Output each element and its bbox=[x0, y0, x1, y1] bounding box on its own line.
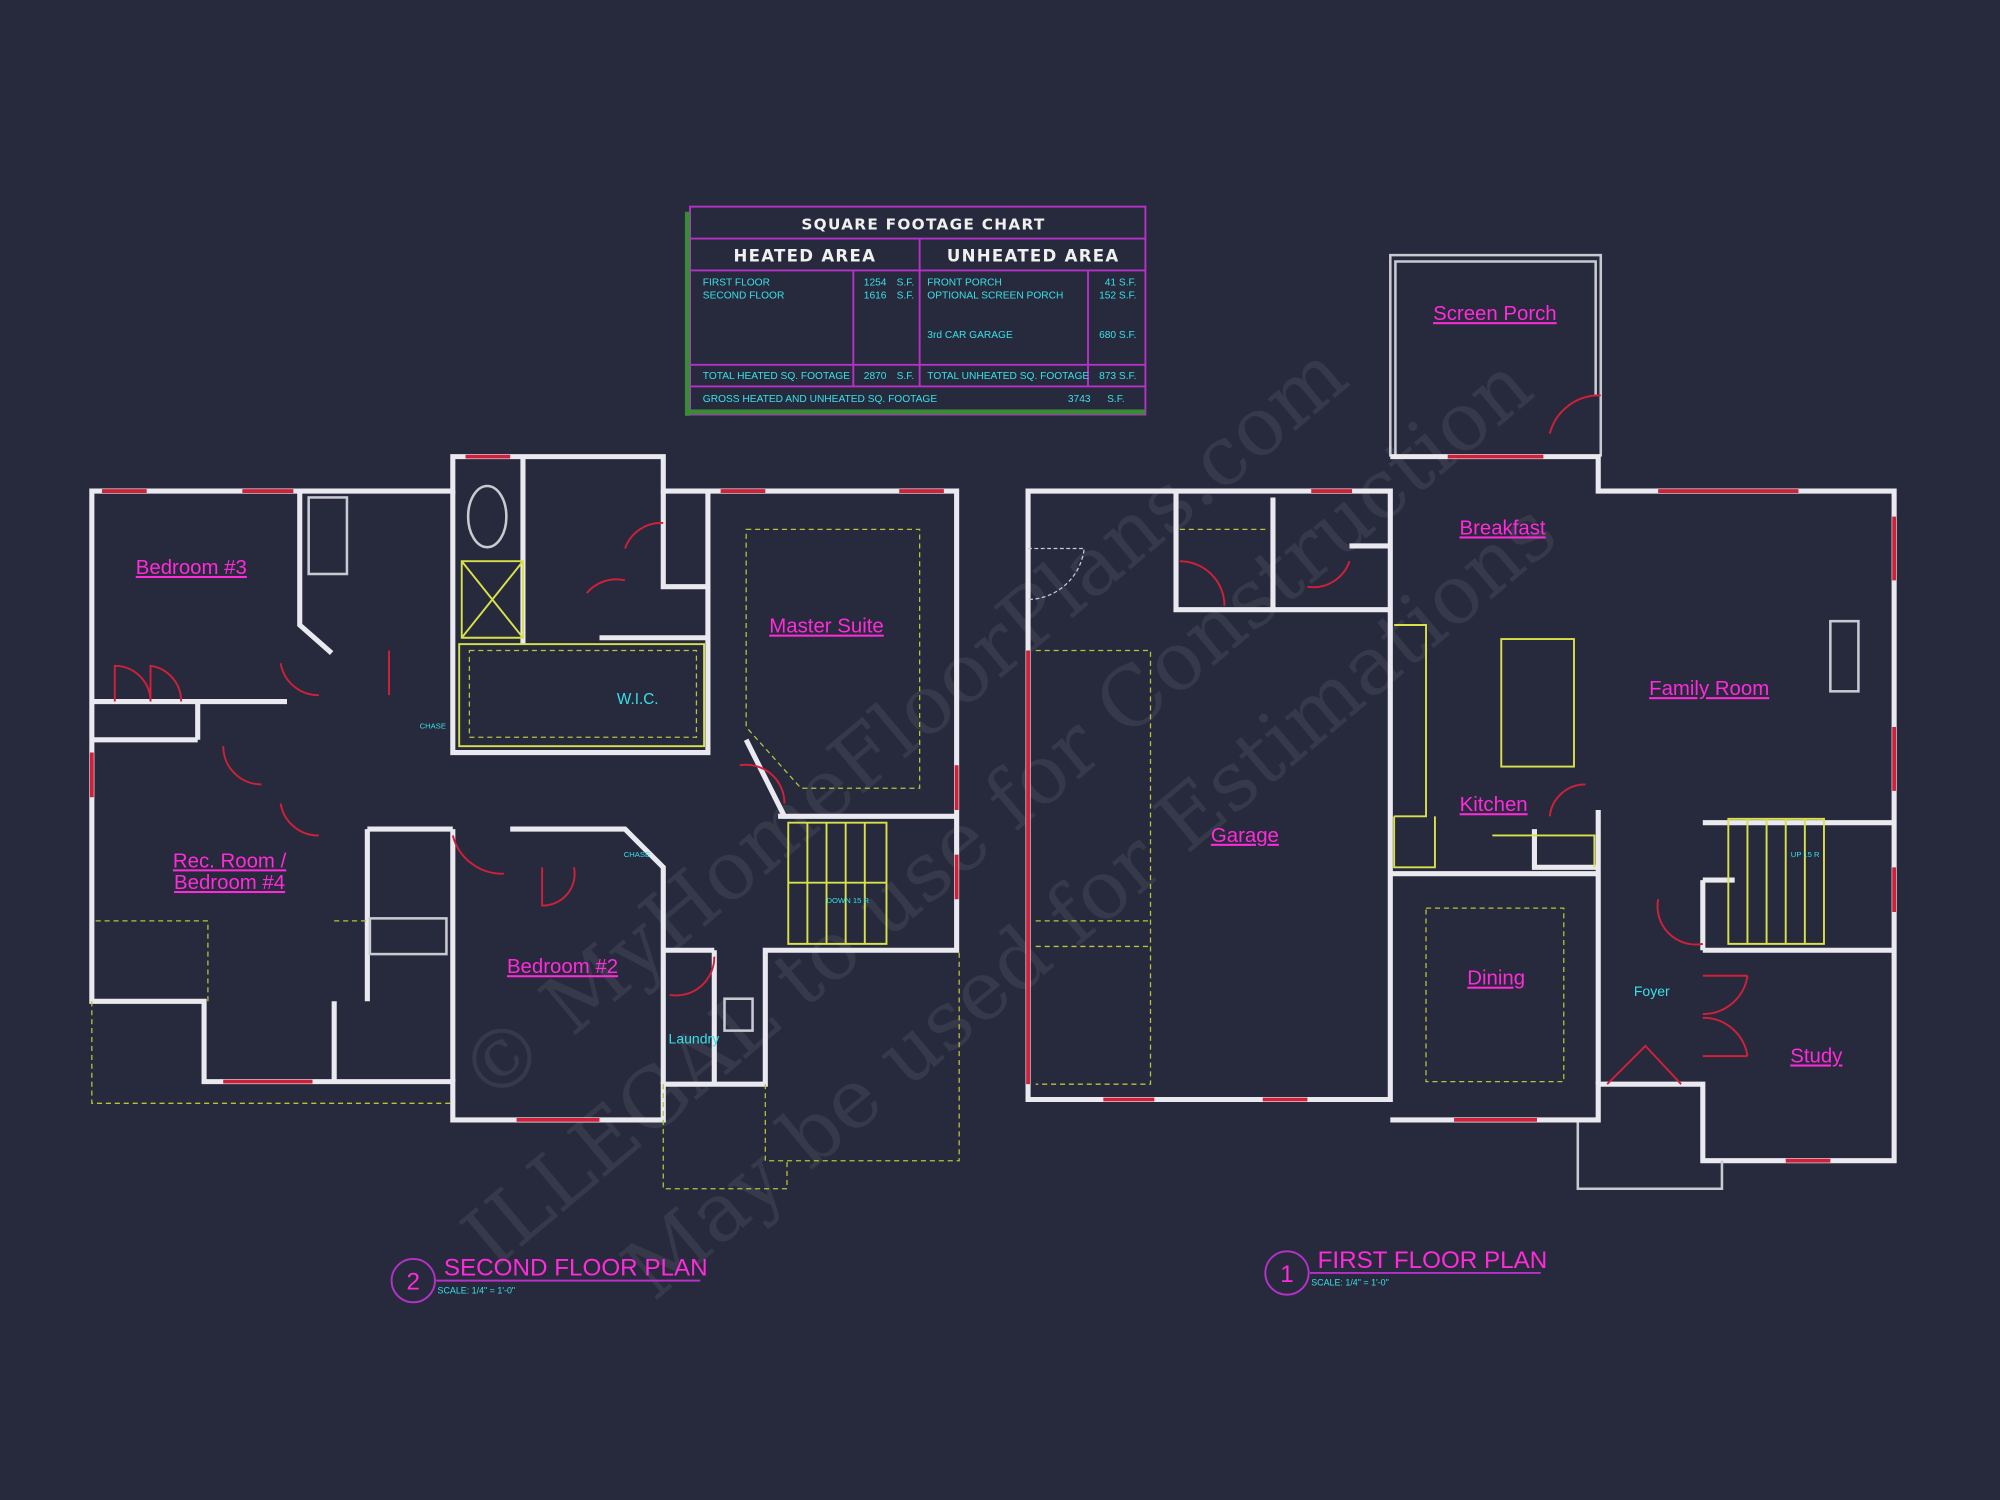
plan-number: 1 bbox=[1280, 1261, 1293, 1288]
room-label-rec-room: Rec. Room / bbox=[173, 850, 287, 872]
unheated-row-value: 152 S.F. bbox=[1099, 290, 1136, 301]
first-floor-plan: Screen Porch Breakfast Family Room Kitch… bbox=[1025, 253, 1897, 1191]
unheated-header: UNHEATED AREA bbox=[947, 246, 1120, 265]
stairs-label: DOWN 15 R bbox=[827, 896, 870, 905]
unheated-row-label: FRONT PORCH bbox=[927, 278, 1002, 289]
second-floor-plan: Bedroom #3 Master Suite W.I.C. Rec. Room… bbox=[89, 454, 960, 1190]
unheated-row-value: 41 S.F. bbox=[1105, 278, 1137, 289]
room-label-breakfast: Breakfast bbox=[1459, 517, 1545, 539]
heated-row-value: 1254 bbox=[864, 278, 887, 289]
total-heated-unit: S.F. bbox=[897, 371, 915, 382]
heated-header: HEATED AREA bbox=[733, 246, 876, 265]
chase-label: CHASE bbox=[420, 721, 446, 730]
plan-title: SECOND FLOOR PLAN bbox=[444, 1255, 708, 1282]
room-label-foyer: Foyer bbox=[1634, 983, 1670, 999]
heated-row-unit: S.F. bbox=[897, 290, 915, 301]
gross-value: 3743 bbox=[1068, 394, 1091, 405]
first-floor-title-block: 1 FIRST FLOOR PLAN SCALE: 1/4" = 1'-0" bbox=[1264, 1247, 1548, 1296]
room-label-bedroom2: Bedroom #2 bbox=[507, 956, 618, 978]
room-label-laundry: Laundry bbox=[669, 1030, 720, 1046]
total-heated-value: 2870 bbox=[864, 371, 887, 382]
plan-scale: SCALE: 1/4" = 1'-0" bbox=[438, 1285, 516, 1295]
heated-row-label: FIRST FLOOR bbox=[703, 278, 770, 289]
room-label-master-suite: Master Suite bbox=[769, 616, 883, 638]
room-label-screen-porch: Screen Porch bbox=[1433, 303, 1557, 325]
heated-row-value: 1616 bbox=[864, 290, 887, 301]
room-label-study: Study bbox=[1790, 1046, 1843, 1068]
unheated-row-label: 3rd CAR GARAGE bbox=[927, 330, 1013, 341]
heated-row-unit: S.F. bbox=[897, 278, 915, 289]
room-label-wic: W.I.C. bbox=[617, 691, 659, 708]
room-label-bedroom4: Bedroom #4 bbox=[174, 872, 285, 894]
second-floor-title-block: 2 SECOND FLOOR PLAN SCALE: 1/4" = 1'-0" bbox=[390, 1255, 708, 1304]
square-footage-chart: SQUARE FOOTAGE CHART HEATED AREA UNHEATE… bbox=[684, 205, 1147, 416]
plan-title: FIRST FLOOR PLAN bbox=[1318, 1247, 1548, 1274]
total-unheated-value: 873 S.F. bbox=[1099, 371, 1136, 382]
room-label-family-room: Family Room bbox=[1649, 678, 1769, 700]
room-label-garage: Garage bbox=[1211, 825, 1279, 847]
stairs-label: UP 15 R bbox=[1791, 850, 1820, 859]
plan-number: 2 bbox=[407, 1269, 420, 1296]
chart-title: SQUARE FOOTAGE CHART bbox=[801, 216, 1045, 234]
room-label-kitchen: Kitchen bbox=[1460, 794, 1528, 816]
heated-row-label: SECOND FLOOR bbox=[703, 290, 785, 301]
total-heated-label: TOTAL HEATED SQ. FOOTAGE bbox=[703, 371, 850, 382]
plan-scale: SCALE: 1/4" = 1'-0" bbox=[1311, 1278, 1389, 1288]
chase-label: CHASE bbox=[624, 850, 650, 859]
unheated-row-label: OPTIONAL SCREEN PORCH bbox=[927, 290, 1063, 301]
total-unheated-label: TOTAL UNHEATED SQ. FOOTAGE bbox=[927, 371, 1089, 382]
gross-unit: S.F. bbox=[1107, 394, 1125, 405]
room-label-bedroom3: Bedroom #3 bbox=[136, 557, 247, 579]
unheated-row-value: 680 S.F. bbox=[1099, 330, 1136, 341]
gross-label: GROSS HEATED AND UNHEATED SQ. FOOTAGE bbox=[703, 394, 938, 405]
room-label-dining: Dining bbox=[1467, 968, 1525, 990]
